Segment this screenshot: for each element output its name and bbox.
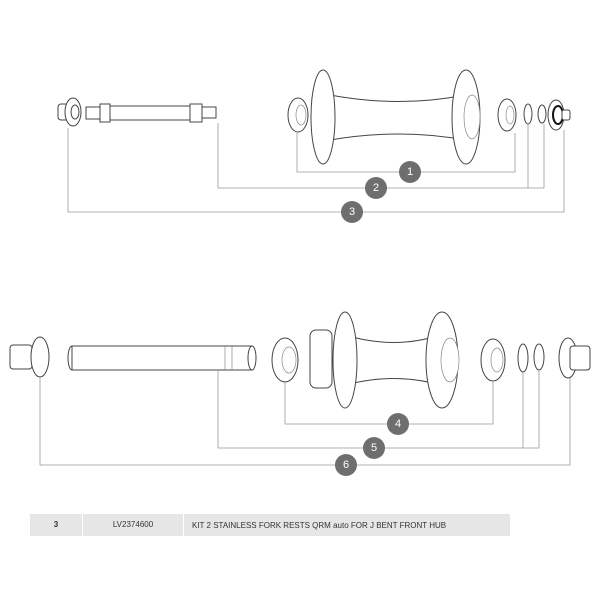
callout-5: 5 [363, 437, 385, 459]
bottom-end-cap-right [558, 337, 591, 379]
top-circlip [537, 104, 547, 124]
bottom-bearing-left [271, 337, 299, 383]
leader-line-6 [39, 377, 571, 466]
top-hub-assembly [57, 69, 571, 213]
bottom-spacer-ring [517, 343, 529, 373]
callout-1: 1 [399, 161, 421, 183]
callout-6: 6 [335, 454, 357, 476]
bottom-bearing-right [480, 338, 506, 382]
callout-4: 4 [387, 413, 409, 435]
top-bearing-left [287, 97, 309, 133]
svg-text:1: 1 [407, 166, 413, 178]
bottom-axle [67, 345, 257, 371]
callout-2: 2 [365, 177, 387, 199]
callout-3: 3 [341, 201, 363, 223]
bottom-hub-assembly [9, 311, 591, 466]
top-axle [85, 103, 217, 123]
svg-text:3: 3 [349, 206, 355, 218]
svg-text:4: 4 [395, 418, 401, 430]
bottom-circlip [533, 343, 545, 371]
leader-line-5 [217, 370, 540, 449]
top-end-cap-left [57, 97, 82, 127]
top-spacer-ring [523, 103, 533, 125]
bottom-end-cap-left [9, 336, 50, 378]
top-hub-shell [310, 69, 481, 165]
svg-text:6: 6 [343, 459, 349, 471]
top-bearing-right [497, 98, 517, 132]
part-code: LV2374600 [83, 514, 184, 536]
leader-line-3 [67, 128, 565, 213]
bottom-hub-shell [309, 311, 460, 409]
top-end-cap-right [547, 99, 571, 131]
part-description: KIT 2 STAINLESS FORK RESTS QRM auto FOR … [192, 520, 447, 530]
svg-text:5: 5 [371, 442, 377, 454]
svg-text:2: 2 [373, 182, 379, 194]
part-number: 3 [30, 514, 83, 536]
parts-table-row: 3 LV2374600 KIT 2 STAINLESS FORK RESTS Q… [30, 514, 510, 536]
